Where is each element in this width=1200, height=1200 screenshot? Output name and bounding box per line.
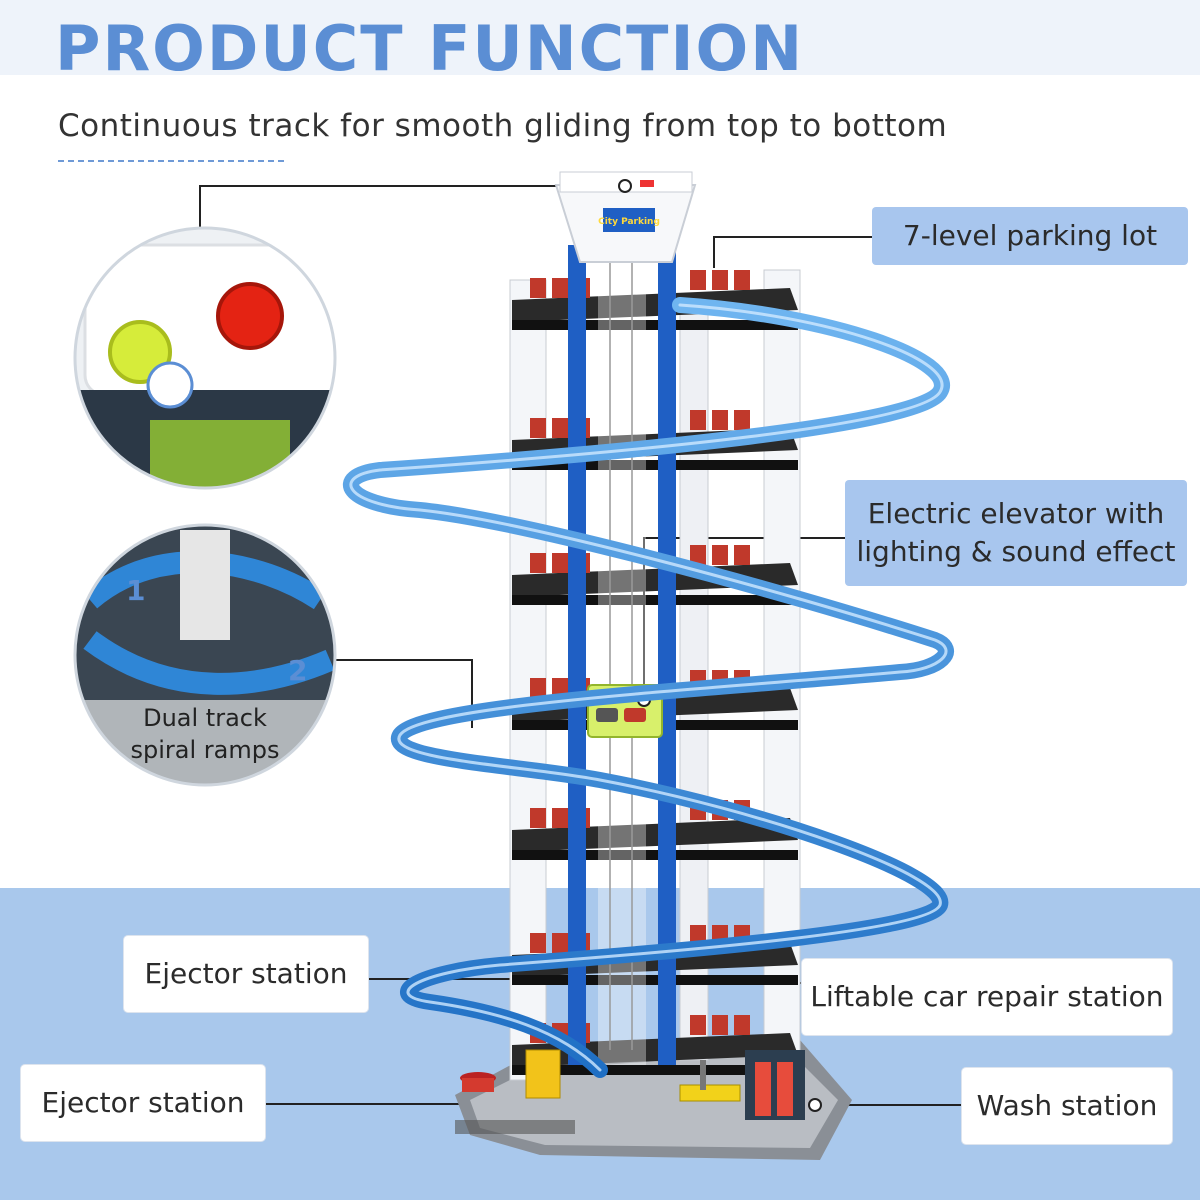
subtitle-divider — [58, 160, 284, 162]
parking-lot-label: 7-level parking lot — [902, 219, 1158, 253]
track-1-marker-icon: 1 — [126, 574, 145, 607]
dual-track-label-line1: Dual track — [143, 703, 267, 732]
header-band — [0, 0, 1200, 75]
ejector-station-callout-2: Ejector station — [21, 1065, 265, 1141]
spiral-ramp-track — [343, 297, 954, 1078]
repair-station-lift — [679, 1060, 741, 1102]
ejector-station-yellow — [525, 1049, 561, 1099]
ejector-station-bottom — [460, 1072, 496, 1092]
repair-station-callout: Liftable car repair station — [802, 959, 1172, 1035]
elevator-callout: Electric elevator with lighting & sound … — [845, 480, 1187, 586]
wash-station-label: Wash station — [976, 1089, 1158, 1123]
elevator-label-line2: lighting & sound effect — [856, 535, 1176, 568]
elevator-shaft — [568, 245, 676, 1065]
ejector-station-callout-1: Ejector station — [124, 936, 368, 1012]
detail-circle-buttons — [73, 226, 337, 490]
dual-track-label-line2: spiral ramps — [130, 736, 280, 764]
repair-station-label: Liftable car repair station — [810, 980, 1164, 1014]
detail-circle-dual-track: 1 2 — [73, 523, 337, 787]
dual-track-label: Dual track spiral ramps — [95, 700, 315, 768]
elevator-label-line1: Electric elevator with — [867, 497, 1165, 531]
elevator-top-housing: City Parking — [554, 171, 697, 263]
wash-station-callout: Wash station — [962, 1068, 1172, 1144]
parking-lot-callout: 7-level parking lot — [872, 207, 1188, 265]
page-title: PRODUCT FUNCTION — [55, 12, 805, 85]
tap-hand-icon — [146, 361, 194, 409]
ejector-station-label-2: Ejector station — [41, 1086, 245, 1120]
top-sign-text: City Parking — [598, 217, 660, 227]
red-button-icon — [216, 282, 284, 350]
ejector-station-label-1: Ejector station — [144, 957, 348, 991]
page-subtitle: Continuous track for smooth gliding from… — [58, 108, 948, 144]
track-2-marker-icon: 2 — [288, 654, 307, 687]
wash-station — [745, 1050, 822, 1120]
